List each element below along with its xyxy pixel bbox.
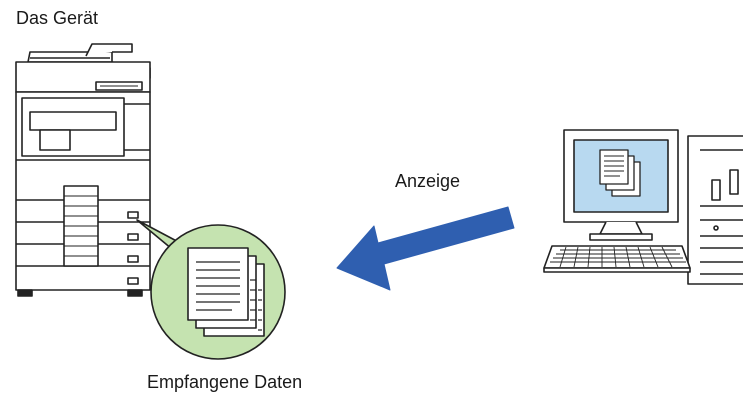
screen-documents-icon <box>599 149 641 197</box>
documents-icon <box>187 247 265 337</box>
device-label: Das Gerät <box>16 8 99 28</box>
printer-icon <box>15 43 151 297</box>
received-data-label: Empfangene Daten <box>147 372 303 392</box>
arrow-icon <box>336 206 515 291</box>
action-label: Anzeige <box>395 171 461 191</box>
computer-icon <box>543 129 743 285</box>
